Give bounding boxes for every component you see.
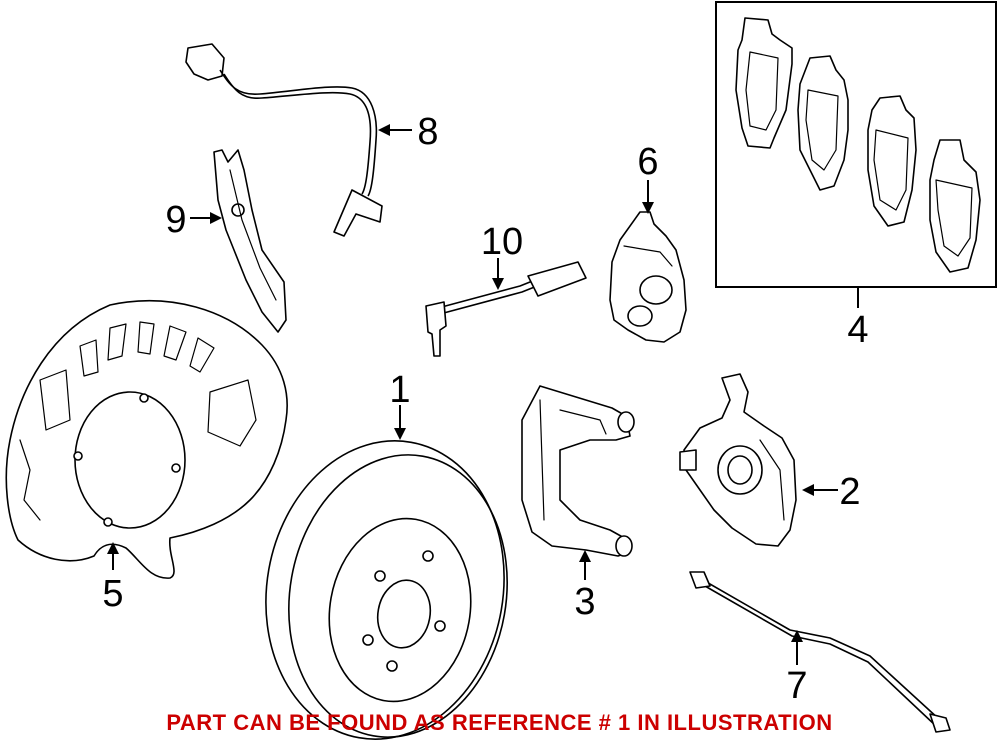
callout-7: 7	[786, 665, 807, 707]
callout-5: 5	[102, 573, 123, 615]
callout-10: 10	[481, 221, 523, 263]
callout-3: 3	[574, 581, 595, 623]
callout-arrows	[107, 124, 859, 665]
brake-pad-2	[797, 55, 849, 191]
caliper-guide	[609, 211, 687, 343]
callout-8: 8	[417, 111, 438, 153]
brake-rotor	[265, 440, 508, 740]
brake-pad-set	[715, 1, 997, 288]
callout-6: 6	[637, 141, 658, 183]
callout-2: 2	[839, 471, 860, 513]
pad-set-box	[715, 1, 997, 288]
dust-shield	[5, 299, 288, 579]
callout-9: 9	[165, 199, 186, 241]
brake-caliper	[679, 373, 797, 547]
sensor-bracket	[213, 149, 287, 333]
caliper-carrier	[521, 385, 635, 557]
pad-wear-sensor	[425, 261, 587, 357]
brake-pad-1	[735, 17, 793, 149]
brake-pad-3	[867, 95, 917, 227]
brake-pad-4	[929, 139, 981, 273]
reference-caption: PART CAN BE FOUND AS REFERENCE # 1 IN IL…	[166, 710, 833, 735]
callout-4: 4	[847, 309, 868, 351]
callout-1: 1	[389, 369, 410, 411]
brake-hose	[689, 571, 951, 733]
wheel-speed-sensor	[185, 43, 383, 237]
